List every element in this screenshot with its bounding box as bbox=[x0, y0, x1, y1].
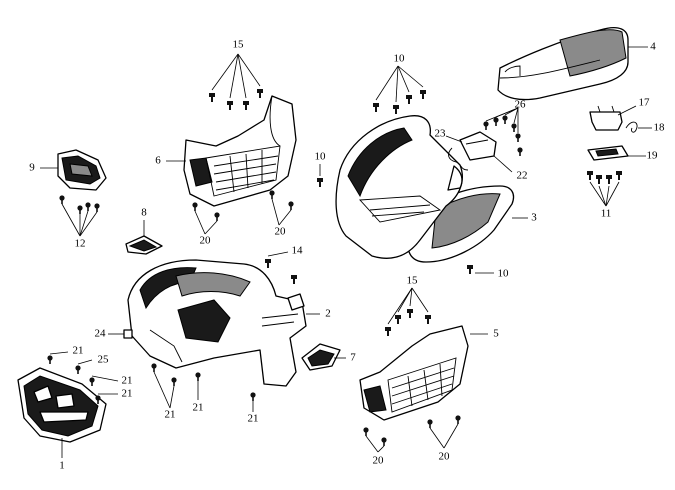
callout-21-b: 21 bbox=[122, 375, 133, 387]
callout-6: 6 bbox=[155, 155, 161, 167]
front-grille bbox=[17, 351, 119, 458]
callout-9: 9 bbox=[29, 162, 35, 174]
reflector-left bbox=[125, 220, 163, 255]
callout-25: 25 bbox=[98, 354, 110, 366]
callout-21-e: 21 bbox=[193, 402, 204, 414]
clip-24 bbox=[108, 329, 133, 339]
footrest-right bbox=[359, 287, 488, 453]
callout-24: 24 bbox=[95, 328, 107, 340]
callout-20-a: 20 bbox=[200, 235, 212, 247]
callout-20-b: 20 bbox=[275, 226, 287, 238]
headlight-cover bbox=[40, 149, 107, 237]
callout-18: 18 bbox=[654, 122, 666, 134]
callout-21-d: 21 bbox=[165, 409, 176, 421]
callout-2: 2 bbox=[325, 308, 331, 320]
callout-22: 22 bbox=[517, 170, 528, 182]
callout-12: 12 bbox=[75, 238, 86, 250]
callout-labels: 4 17 18 19 11 3 10 10 10 26 23 22 15 6 2… bbox=[29, 39, 665, 472]
callout-23: 23 bbox=[435, 128, 447, 140]
callout-26: 26 bbox=[515, 99, 527, 111]
callout-20-d: 20 bbox=[439, 451, 451, 463]
callout-20-c: 20 bbox=[373, 455, 385, 467]
callout-21-a: 21 bbox=[73, 345, 84, 357]
callout-14: 14 bbox=[292, 245, 304, 257]
callout-10-left: 10 bbox=[315, 151, 327, 163]
reflector-right bbox=[301, 343, 346, 371]
rear-fender bbox=[317, 65, 494, 274]
seat-bracket bbox=[587, 145, 646, 207]
callout-7: 7 bbox=[350, 352, 356, 364]
callout-1: 1 bbox=[59, 460, 65, 472]
callout-11: 11 bbox=[601, 208, 612, 220]
callout-8: 8 bbox=[141, 207, 147, 219]
callout-10-top: 10 bbox=[394, 53, 406, 65]
tail-light bbox=[445, 107, 523, 173]
front-fender bbox=[127, 251, 320, 412]
callout-10-bottom: 10 bbox=[498, 268, 510, 280]
footrest-left bbox=[166, 53, 297, 235]
callout-3: 3 bbox=[531, 212, 537, 224]
callout-15-top: 15 bbox=[233, 39, 245, 51]
callout-15-bottom: 15 bbox=[407, 275, 419, 287]
callout-17: 17 bbox=[639, 97, 651, 109]
callout-4: 4 bbox=[650, 41, 656, 53]
callout-19: 19 bbox=[647, 150, 659, 162]
callout-21-f: 21 bbox=[248, 413, 259, 425]
callout-5: 5 bbox=[493, 328, 499, 340]
callout-21-c: 21 bbox=[122, 388, 133, 400]
seat bbox=[497, 26, 648, 101]
seat-latch bbox=[589, 105, 652, 133]
